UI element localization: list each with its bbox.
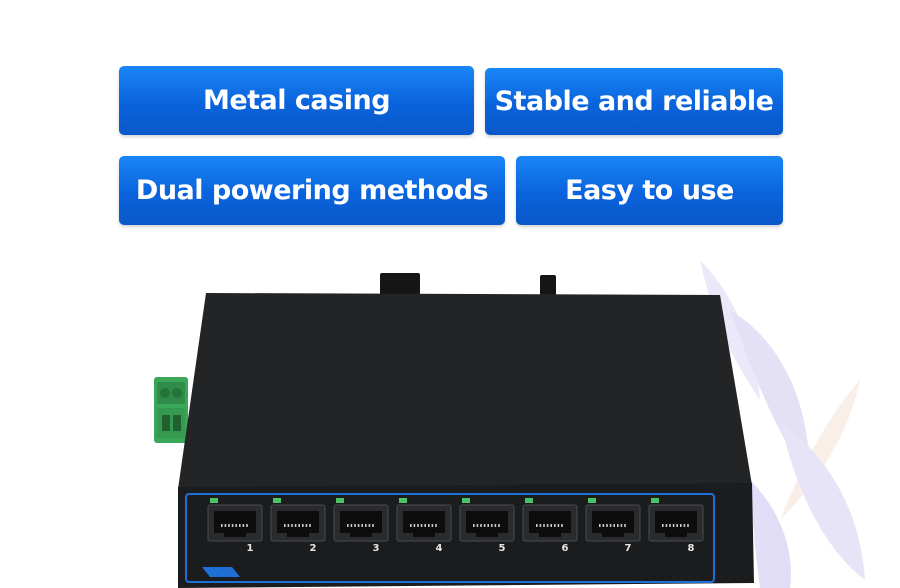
rj45-port	[207, 498, 263, 542]
decorative-feathers	[700, 260, 865, 588]
feature-dual-powering: Dual powering methods	[119, 156, 505, 225]
feature-stable-reliable: Stable and reliable	[485, 68, 783, 135]
rj45-port	[333, 498, 389, 542]
port-number-label: 6	[561, 543, 569, 554]
port-led	[336, 498, 344, 503]
port-number-label: 3	[372, 543, 380, 554]
accent-stripes	[202, 567, 240, 577]
rj45-port	[270, 498, 326, 542]
port-led	[588, 498, 596, 503]
rj45-port	[522, 498, 578, 542]
din-clip-right	[540, 275, 556, 297]
port-number-label: 4	[435, 543, 443, 554]
port-led	[210, 498, 218, 503]
rj45-port	[648, 498, 704, 542]
port-panel-frame	[185, 493, 715, 583]
port-led	[525, 498, 533, 503]
rj45-port	[459, 498, 515, 542]
port-led	[273, 498, 281, 503]
port-led	[462, 498, 470, 503]
port-led	[651, 498, 659, 503]
port-number-label: 2	[309, 543, 317, 554]
feature-metal-casing: Metal casing	[119, 66, 474, 135]
port-number-label: 7	[624, 543, 632, 554]
port-number-label: 8	[687, 543, 695, 554]
ethernet-switch-image	[154, 273, 754, 588]
feature-easy-to-use: Easy to use	[516, 156, 783, 225]
rj45-port-row	[207, 498, 704, 542]
port-led	[399, 498, 407, 503]
rj45-port	[396, 498, 452, 542]
port-number-label: 1	[246, 543, 254, 554]
switch-top-face	[178, 293, 752, 489]
rj45-port	[585, 498, 641, 542]
power-terminal-block	[154, 377, 188, 443]
din-clip-left	[380, 273, 420, 297]
port-number-label: 5	[498, 543, 506, 554]
